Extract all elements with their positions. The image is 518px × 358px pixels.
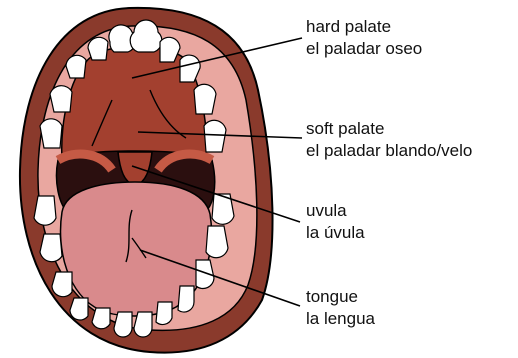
label-uvula-spanish: la úvula: [306, 222, 365, 244]
label-tongue-spanish: la lengua: [306, 308, 375, 330]
label-uvula: uvula la úvula: [306, 200, 365, 244]
label-hard-palate: hard palate el paladar oseo: [306, 16, 422, 60]
label-hard-palate-spanish: el paladar oseo: [306, 38, 422, 60]
label-soft-palate-spanish: el paladar blando/velo: [306, 140, 472, 162]
label-soft-palate-english: soft palate: [306, 118, 472, 140]
label-soft-palate: soft palate el paladar blando/velo: [306, 118, 472, 162]
label-tongue: tongue la lengua: [306, 286, 375, 330]
label-uvula-english: uvula: [306, 200, 365, 222]
label-tongue-english: tongue: [306, 286, 375, 308]
label-hard-palate-english: hard palate: [306, 16, 422, 38]
